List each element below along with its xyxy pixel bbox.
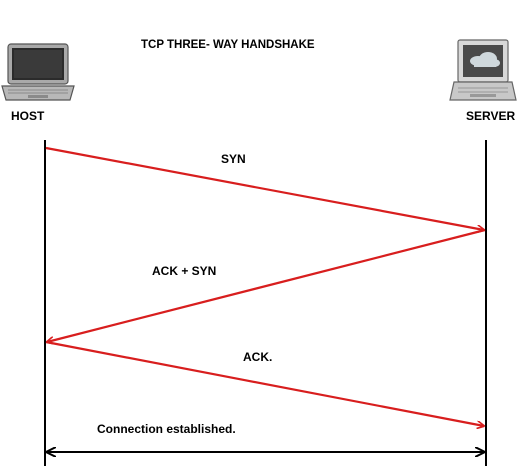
connection-established-label: Connection established. [97, 422, 236, 436]
laptop-icon [1, 43, 75, 101]
syn-arrow [45, 146, 484, 230]
ack-syn-arrow [47, 228, 486, 342]
ack-syn-label: ACK + SYN [152, 264, 217, 278]
host-label: HOST [11, 109, 45, 123]
server-computer-icon [449, 39, 517, 101]
syn-label: SYN [221, 152, 246, 166]
diagram-title: TCP THREE- WAY HANDSHAKE [141, 39, 315, 51]
ack-arrow [45, 340, 484, 426]
ack-label: ACK. [243, 350, 273, 364]
server-label: SERVER [466, 109, 516, 123]
